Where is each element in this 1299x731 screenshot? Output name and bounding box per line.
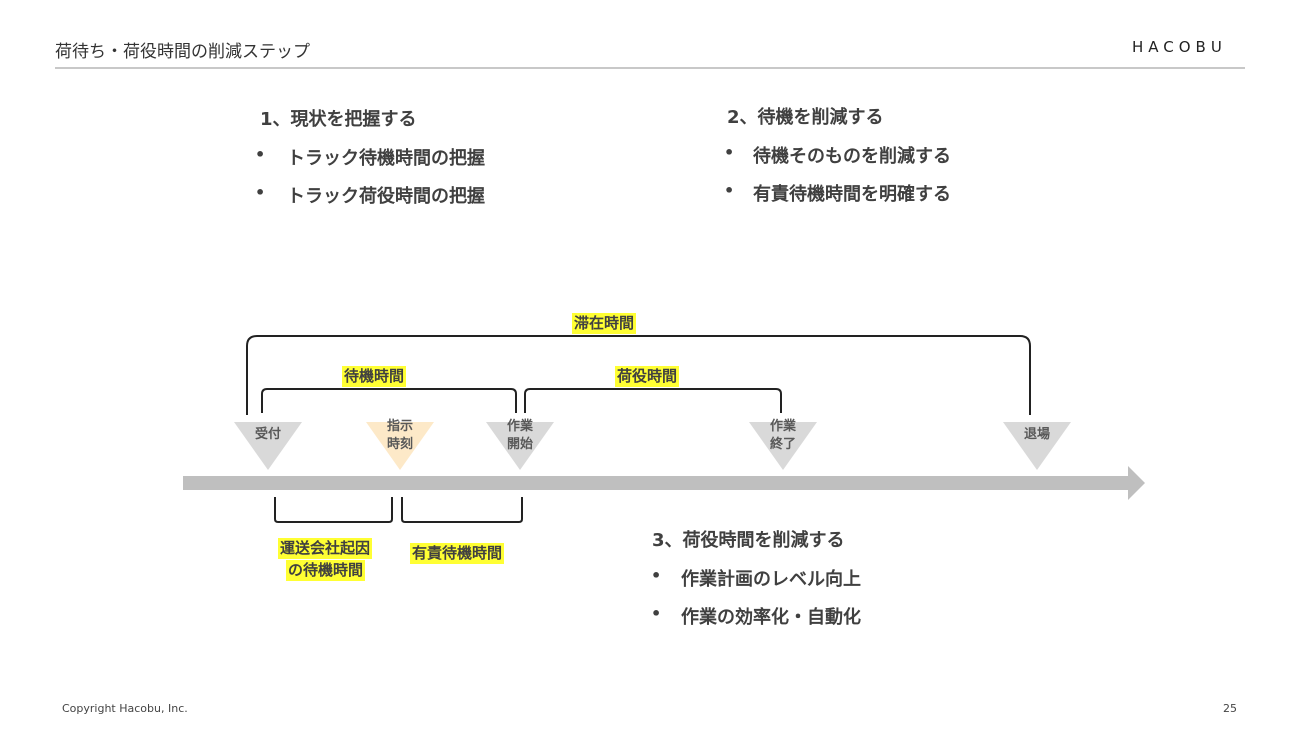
milestone-marker: [486, 422, 554, 470]
carrier-wait-bracket: [274, 497, 393, 523]
liable-wait-bracket: [401, 497, 523, 523]
milestone-label: 作業開始: [490, 418, 550, 454]
carrier-wait-label: 運送会社起因: [278, 538, 373, 559]
bullet: •: [724, 143, 735, 162]
section-1-bullet: トラック荷役時間の把握: [287, 186, 485, 207]
milestone-label-line: 受付: [254, 427, 281, 442]
section-3-bullet: 作業計画のレベル向上: [681, 569, 861, 590]
page-title: 荷待ち・荷役時間の削減ステップ: [55, 42, 310, 62]
milestone-label: 作業終了: [753, 418, 813, 454]
carrier-wait-label-2: の待機時間: [286, 560, 366, 581]
milestone-label-line: 退場: [1023, 427, 1050, 442]
section-3-bullet: 作業の効率化・自動化: [681, 607, 861, 628]
milestone-label-line: 終了: [769, 437, 796, 452]
wait-time-bracket: [261, 388, 517, 413]
bullet: •: [255, 183, 266, 202]
timeline-arrow: [183, 466, 1145, 500]
liable-wait-label: 有責待機時間: [410, 543, 505, 564]
header-divider: [55, 67, 1245, 69]
milestone-label: 受付: [238, 426, 298, 444]
milestone-marker: [366, 422, 434, 470]
milestone-label: 指示時刻: [370, 418, 430, 454]
milestone-marker: [234, 422, 302, 470]
milestone-label-line: 時刻: [386, 437, 413, 452]
section-3-heading: 3、荷役時間を削減する: [652, 530, 845, 551]
milestone-label-line: 指示: [386, 419, 413, 434]
milestone-marker: [749, 422, 817, 470]
bullet: •: [255, 145, 266, 164]
milestone-label: 退場: [1007, 426, 1067, 444]
stay-time-label: 滞在時間: [572, 313, 637, 334]
milestone-label-line: 開始: [506, 437, 533, 452]
bullet: •: [724, 181, 735, 200]
copyright: Copyright Hacobu, Inc.: [62, 702, 188, 715]
stay-time-bracket: [246, 335, 1031, 415]
milestone-label-line: 作業: [769, 419, 796, 434]
bullet: •: [651, 604, 662, 623]
section-2-bullet: 有責待機時間を明確する: [753, 184, 951, 205]
bullet: •: [651, 566, 662, 585]
section-2-bullet: 待機そのものを削減する: [753, 146, 951, 167]
section-2-heading: 2、待機を削減する: [727, 107, 884, 128]
milestone-label-line: 作業: [506, 419, 533, 434]
wait-time-label: 待機時間: [342, 366, 407, 387]
hacobu-logo: HACOBU: [1132, 38, 1227, 56]
section-1-bullet: トラック待機時間の把握: [287, 148, 485, 169]
section-1-heading: 1、現状を把握する: [260, 109, 417, 130]
page-number: 25: [1223, 702, 1237, 715]
handling-time-bracket: [524, 388, 782, 413]
handling-time-label: 荷役時間: [615, 366, 680, 387]
milestone-marker: [1003, 422, 1071, 470]
